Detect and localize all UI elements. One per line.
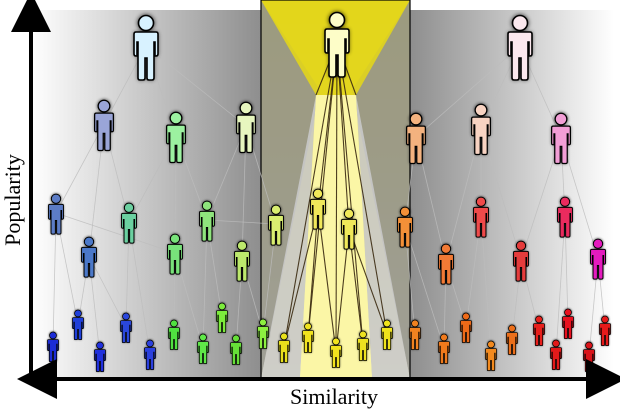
person-bot-22 bbox=[550, 339, 562, 371]
mesh-line bbox=[480, 215, 492, 356]
person-bot-4 bbox=[120, 312, 132, 344]
person-bot-1 bbox=[47, 331, 59, 363]
person-bot-18 bbox=[460, 312, 472, 344]
person-bot-9 bbox=[230, 334, 242, 366]
person-mid-7 bbox=[268, 204, 284, 246]
person-bot-10 bbox=[257, 318, 269, 350]
person-mid-5 bbox=[199, 200, 215, 242]
highlight-link bbox=[335, 42, 338, 353]
spotlight-lower-left bbox=[261, 95, 316, 379]
mesh-line bbox=[52, 212, 57, 347]
person-mid-8 bbox=[310, 188, 326, 230]
highlight-link bbox=[336, 42, 364, 346]
person-bot-14 bbox=[357, 330, 369, 362]
mesh-line bbox=[128, 135, 177, 223]
person-mid-12 bbox=[473, 196, 489, 238]
person-upper-6 bbox=[551, 112, 571, 165]
mesh-line bbox=[128, 221, 151, 355]
person-mid-3 bbox=[121, 202, 137, 244]
highlight-link bbox=[283, 42, 338, 348]
mesh-line bbox=[55, 212, 176, 254]
person-mid-1 bbox=[48, 193, 64, 235]
mesh-line bbox=[145, 45, 247, 127]
person-upper-2 bbox=[166, 111, 186, 164]
person-bot-23 bbox=[562, 308, 574, 340]
person-bot-11 bbox=[278, 332, 290, 364]
person-bot-20 bbox=[506, 324, 518, 356]
highlight-link bbox=[348, 227, 388, 335]
person-upper-5 bbox=[471, 103, 491, 156]
person-mid-13 bbox=[513, 240, 529, 282]
spotlight-lower-right bbox=[356, 95, 410, 379]
highlight-link bbox=[317, 207, 337, 353]
person-bot-21 bbox=[533, 315, 545, 347]
mesh-line bbox=[206, 219, 277, 225]
person-bot-8 bbox=[216, 302, 228, 334]
person-upper-3 bbox=[236, 101, 256, 154]
spotlight-left-shadow bbox=[261, 0, 320, 379]
x-axis-label: Similarity bbox=[290, 384, 378, 409]
y-axis-label: Popularity bbox=[0, 154, 25, 246]
person-bot-5 bbox=[144, 339, 156, 371]
person-bot-6 bbox=[168, 319, 180, 351]
person-mid-9 bbox=[341, 208, 357, 250]
person-bot-2 bbox=[72, 309, 84, 341]
highlight-link bbox=[336, 42, 388, 335]
mesh-line bbox=[55, 123, 105, 214]
background-left bbox=[31, 10, 261, 379]
person-bot-13 bbox=[330, 337, 342, 369]
person-upper-1 bbox=[94, 99, 114, 152]
person-top-center-giant bbox=[324, 11, 350, 78]
person-top-left-giant bbox=[133, 14, 159, 81]
highlight-link bbox=[307, 42, 338, 338]
spotlight-right-shadow bbox=[352, 0, 410, 379]
mesh-line bbox=[555, 215, 566, 355]
person-bot-25 bbox=[599, 315, 611, 347]
person-mid-11 bbox=[438, 243, 454, 285]
mesh-line bbox=[404, 225, 445, 349]
people-layer bbox=[47, 11, 611, 373]
person-bot-17 bbox=[438, 333, 450, 365]
person-mid-6 bbox=[234, 240, 250, 282]
person-bot-7 bbox=[197, 333, 209, 365]
person-mid-15 bbox=[590, 238, 606, 280]
mesh-line bbox=[415, 45, 521, 138]
mesh-line bbox=[88, 255, 127, 328]
person-upper-4 bbox=[406, 112, 426, 165]
person-top-right-giant bbox=[507, 14, 533, 81]
mesh-line bbox=[202, 219, 208, 349]
person-bot-3 bbox=[94, 341, 106, 373]
highlight-link bbox=[283, 207, 319, 348]
person-mid-14 bbox=[557, 196, 573, 238]
person-bot-19 bbox=[485, 340, 497, 372]
person-mid-2 bbox=[81, 236, 97, 278]
person-mid-4 bbox=[167, 233, 183, 275]
person-bot-16 bbox=[409, 319, 421, 351]
person-bot-15 bbox=[381, 319, 393, 351]
person-bot-12 bbox=[302, 322, 314, 354]
person-mid-10 bbox=[397, 206, 413, 248]
